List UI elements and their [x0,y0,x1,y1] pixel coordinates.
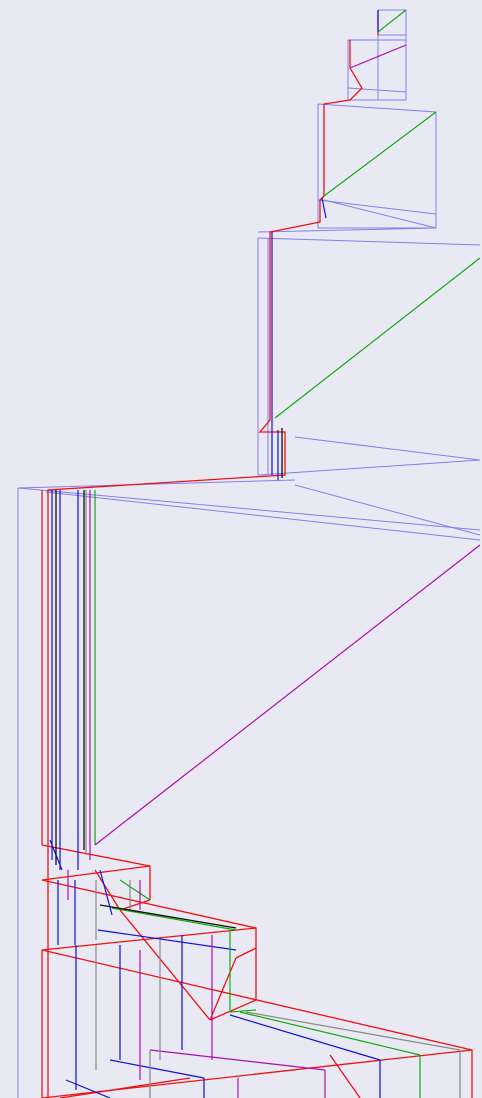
red-edge [41,865,151,881]
gray-edge [245,1011,461,1051]
blue-edge [97,929,237,951]
red-edge [59,1077,191,1098]
frame-line-group [17,9,481,1098]
blue-edge [65,1079,111,1098]
frame-edge [294,436,481,461]
green-line-group [94,9,481,1098]
green-edge [377,9,407,33]
frame-edge [17,487,481,531]
frame-edge [317,103,437,229]
red-edge [41,949,473,1098]
frame-edge [17,479,296,489]
red-edge [235,947,257,959]
frame-edge [257,459,481,476]
red-edge [209,957,237,1021]
red-line-group [41,10,473,1098]
frame-edge [45,491,481,541]
frame-edge [317,199,437,215]
purple-edge [149,1049,326,1071]
purple-edge [94,544,481,846]
green-edge [274,257,481,419]
green-edge [111,907,237,931]
red-edge [329,1054,361,1098]
red-edge [119,899,151,911]
gray-line-group [85,490,461,1098]
green-edge [119,879,151,901]
green-edge [229,930,257,1013]
purple-edge [349,44,407,69]
frame-edge [294,484,481,536]
blue-edge [99,869,113,916]
blue-line-group [49,10,381,1098]
blue-edge [321,197,327,219]
red-edge [41,927,257,951]
black-line-group [55,428,283,929]
red-edge [94,869,211,1021]
blue-edge [109,1059,205,1079]
blue-edge [229,1014,381,1061]
green-edge [239,1011,421,1056]
frame-edge [257,227,437,233]
frame-edge [323,199,437,229]
purple-line-group [67,44,481,1098]
frame-edge [347,87,407,93]
black-edge [99,904,237,929]
green-edge [323,111,437,197]
red-edge [41,879,257,1000]
red-edge [47,40,363,1098]
frame-edge [257,237,481,246]
red-edge [209,999,257,1021]
